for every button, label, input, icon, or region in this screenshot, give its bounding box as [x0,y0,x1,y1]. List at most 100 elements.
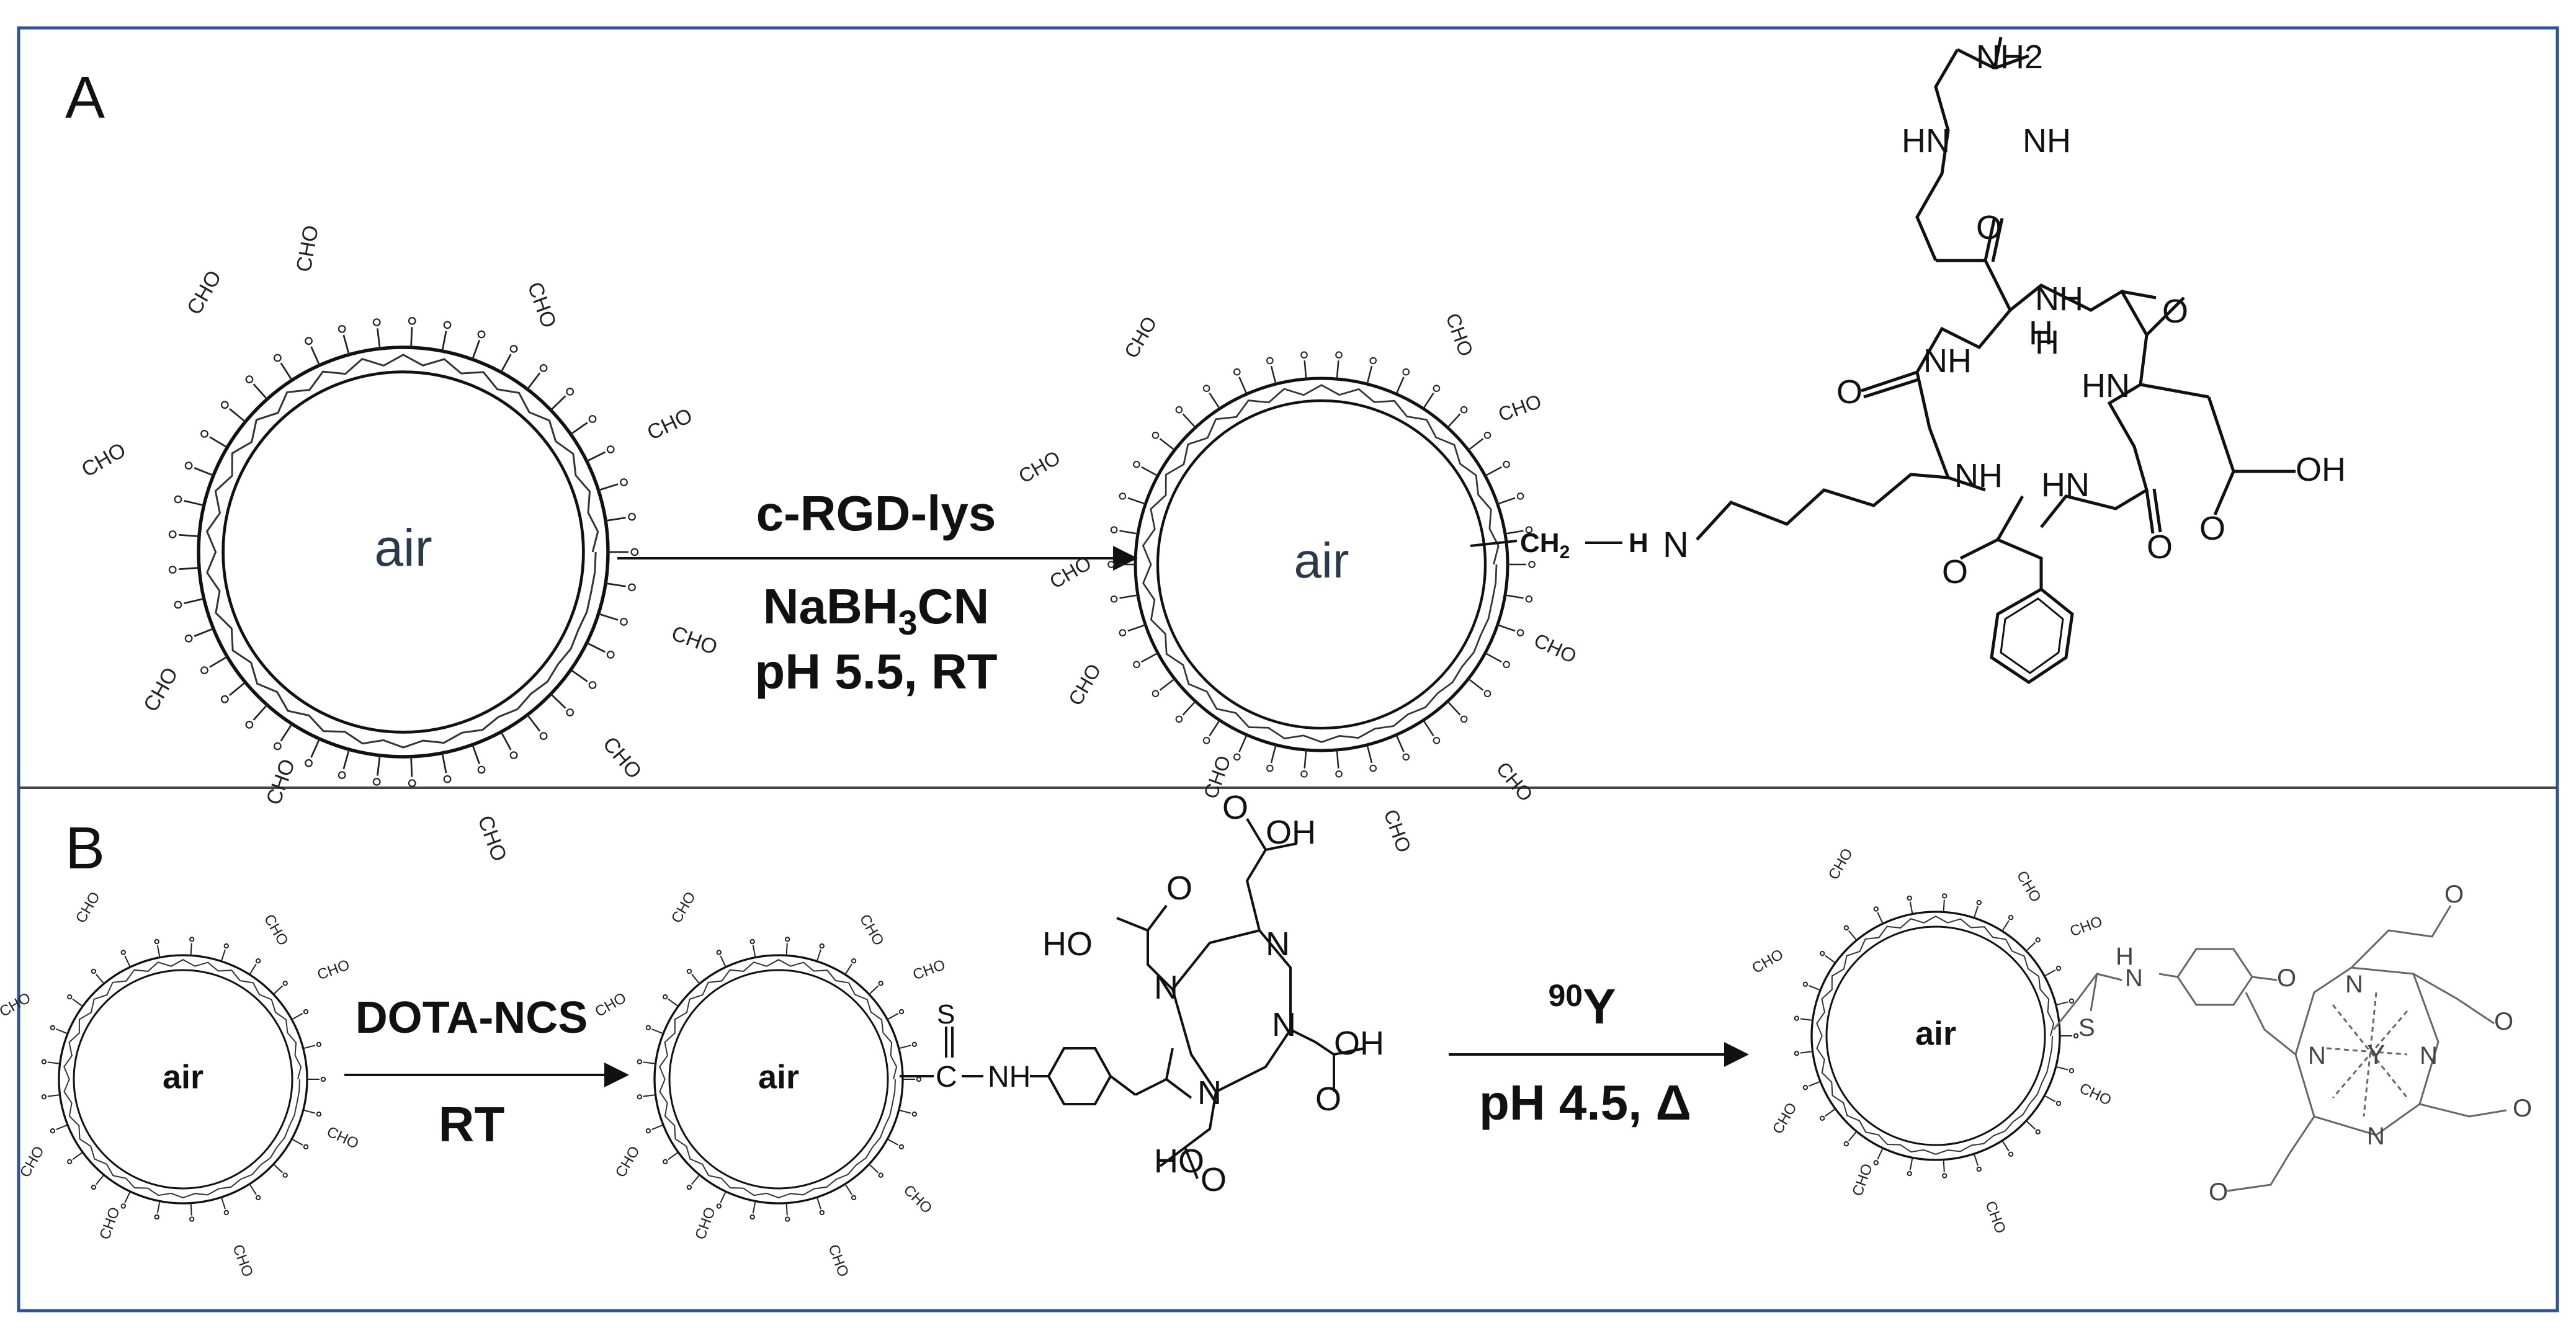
svg-text:NH: NH [2023,122,2071,159]
surface-spike-head [1873,906,1879,912]
surface-spike [190,943,192,956]
surface-cho-label: CHO [1750,946,1787,977]
surface-spike [209,656,228,668]
surface-spike-head [606,445,615,453]
surface-spike-head [408,317,416,325]
surface-cho-label: CHO [1379,806,1415,855]
surface-spike-head [637,1094,643,1100]
surface-spike-head [282,981,288,986]
surface-spike-head [509,751,518,760]
surface-spike-head [628,583,636,592]
surface-spike-head [620,478,628,486]
surface-spike [1182,413,1196,429]
surface-spike-head [372,318,381,327]
surface-spike-head [1369,357,1377,365]
surface-spike [1336,749,1339,769]
surface-cho-label: CHO [262,756,300,808]
svg-text:O: O [2513,1095,2532,1122]
surface-spike [586,451,606,462]
surface-spike [1505,530,1524,535]
microbubble-a-reactant: CHO CHO CHO CHO CHO CHO CHO CHO CHO CHO … [78,223,720,864]
surface-spike-head [898,1009,905,1015]
surface-spike-head [1433,737,1441,744]
surface-spike [229,681,246,697]
surface-spike [310,346,321,366]
surface-spike [303,1109,316,1114]
reagent-nabh3cn: NaBH3CN [763,579,990,642]
surface-spike-head [1110,526,1118,534]
surface-spike-head [663,994,668,1000]
surface-spike-head [316,1041,322,1047]
surface-cho-label: CHO [2077,1080,2114,1109]
surface-spike [720,955,727,968]
surface-spike [220,1197,226,1210]
surface-spike [1366,365,1373,385]
svg-text:N: N [2125,965,2143,992]
svg-text:HO: HO [1154,1143,1204,1180]
surface-spike-head [2073,1033,2079,1039]
surface-spike [844,1183,852,1195]
reagent-dota-ncs: DOTA-NCS [356,993,588,1043]
svg-text:H: H [2029,314,2053,352]
surface-cho-label: CHO [96,1205,123,1242]
surface-spike-head [372,778,381,786]
surface-spike-head [223,1210,230,1216]
surface-spike [291,1013,303,1020]
surface-spike-head [220,695,229,703]
bubble-label-air: air [1294,533,1349,588]
surface-cho-label: CHO [593,989,630,1020]
surface-spike-head [120,1203,127,1209]
bubble-label-air: air [1915,1015,1956,1052]
surface-spike [1270,365,1277,385]
surface-spike-head [1175,715,1183,723]
surface-spike-head [1516,629,1524,636]
surface-spike-head [1133,460,1140,468]
surface-spike [303,1045,316,1049]
surface-spike-head [477,765,486,774]
dota-atom-labels: S C NH HO OH OH HO O O O O N N N N [936,789,1384,1198]
bubble-shell-inner [668,969,889,1190]
surface-spike [2055,1001,2068,1006]
surface-spike-head [338,325,346,333]
surface-spike-head [91,968,97,974]
surface-cho-label: CHO [78,438,130,482]
surface-spike [124,955,131,968]
surface-cho-label: CHO [1015,446,1065,488]
surface-spike [1497,624,1516,632]
surface-spike-head [1300,351,1308,359]
surface-spike-head [785,1216,790,1222]
surface-spike [1973,1153,1979,1166]
surface-spike-head [716,950,722,955]
surface-cho-label: CHO [1531,629,1580,668]
surface-spike-head [91,1184,97,1190]
microbubble-b-reactant: CHO CHO CHO CHO CHO CHO CHO CHO air [0,889,361,1279]
surface-spike-head [168,566,177,574]
surface-cho-label: CHO [612,1143,643,1180]
surface-spike-head [220,401,229,409]
surface-cho-label: CHO [668,622,720,660]
surface-spike [844,963,852,975]
reagent-c-rgd-lys: c-RGD-lys [756,486,996,541]
surface-spike-head [588,681,597,689]
surface-spike-head [878,981,883,986]
svg-text:H: H [2035,324,2059,361]
svg-text:HN: HN [2041,466,2090,504]
condition-ph-heat: pH 4.5, Δ [1479,1075,1691,1130]
surface-spike-head [716,1203,722,1209]
surface-spike [72,998,83,1007]
surface-cho-label: CHO [1982,1199,2009,1236]
surface-spike-head [41,1059,47,1064]
surface-spike-head [443,775,452,783]
surface-spike [2001,920,2010,932]
surface-spike [1119,594,1138,599]
surface-spike-head [67,994,73,1000]
svg-text:O: O [1942,553,1968,590]
surface-spike [178,566,200,571]
peptide-atom-labels: NH2 HN NH O NH O NH HN O NH HN OH O O O … [1836,38,2346,590]
svg-text:O: O [2162,293,2188,330]
svg-text:OH: OH [1334,1025,1384,1062]
surface-spike-head [255,1195,261,1201]
surface-spike [273,1164,284,1174]
surface-spike-head [245,375,254,384]
surface-spike [651,1124,664,1130]
